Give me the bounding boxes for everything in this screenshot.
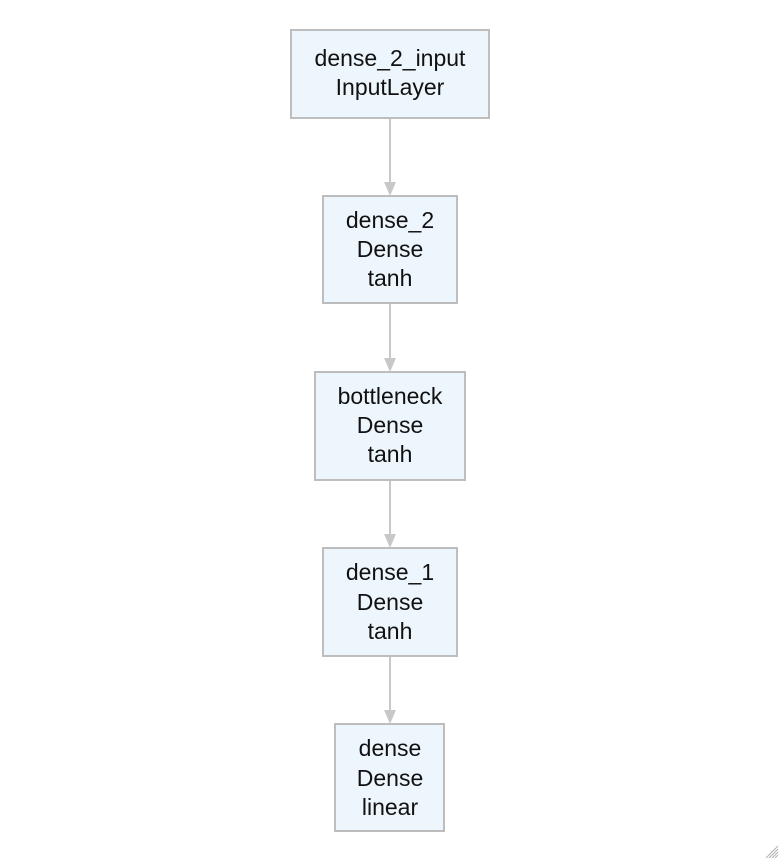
node-name: dense_2_input [315, 45, 467, 71]
edge-arrowhead [384, 182, 396, 196]
node-type: Dense [357, 765, 423, 791]
edge-arrowhead [384, 358, 396, 372]
node-dense-2-input[interactable]: dense_2_input InputLayer [290, 29, 490, 119]
edge [384, 480, 396, 548]
node-type: Dense [357, 412, 423, 438]
resize-grip-icon[interactable] [765, 845, 779, 858]
edge [384, 303, 396, 372]
node-activation: tanh [368, 618, 413, 644]
node-box [322, 547, 458, 657]
node-name: dense [359, 735, 422, 761]
node-dense-1[interactable]: dense_1 Dense tanh [322, 547, 458, 657]
node-activation: tanh [368, 265, 413, 291]
node-name: dense_2 [346, 207, 434, 233]
node-type: Dense [357, 589, 423, 615]
node-bottleneck[interactable]: bottleneck Dense tanh [314, 371, 466, 481]
node-box [334, 723, 445, 832]
edge [384, 656, 396, 724]
node-type: InputLayer [336, 74, 445, 100]
node-name: bottleneck [338, 383, 443, 409]
node-type: Dense [357, 236, 423, 262]
edge-arrowhead [384, 710, 396, 724]
node-activation: linear [362, 794, 419, 820]
node-dense-2[interactable]: dense_2 Dense tanh [322, 195, 458, 304]
node-name: dense_1 [346, 559, 434, 585]
node-box [314, 371, 466, 481]
node-box [290, 29, 490, 119]
node-box [322, 195, 458, 304]
edge-arrowhead [384, 534, 396, 548]
node-activation: tanh [368, 441, 413, 467]
edge [384, 118, 396, 196]
node-dense[interactable]: dense Dense linear [334, 723, 445, 832]
